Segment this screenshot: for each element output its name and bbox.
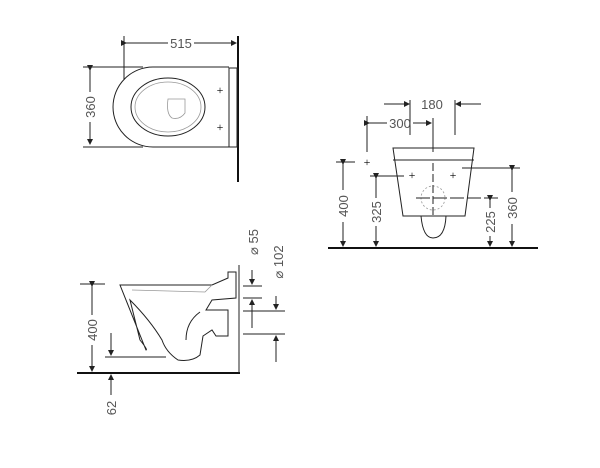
dimension-360-top: 360 <box>83 96 98 118</box>
diameter-55-label: ⌀ 55 <box>246 229 261 255</box>
front-view: 180 300 + + + 400 325 225 360 <box>328 97 538 249</box>
dimension-400-front: 400 <box>336 195 351 217</box>
dimension-62: 62 <box>104 401 119 415</box>
fixing-point-icon: + <box>450 168 457 182</box>
fixing-point-icon: + <box>217 83 224 97</box>
side-view: 400 62 ⌀ 55 ⌀ 102 <box>77 229 286 415</box>
dimension-180: 180 <box>421 97 443 112</box>
dimension-400-side: 400 <box>85 319 100 341</box>
dimension-225: 225 <box>483 211 498 233</box>
top-view: 515 360 + + <box>83 36 239 182</box>
dimension-515: 515 <box>170 36 192 51</box>
fixing-point-icon: + <box>409 168 416 182</box>
fixing-point-icon: + <box>217 120 224 134</box>
diameter-102-label: ⌀ 102 <box>271 245 286 278</box>
fixing-point-icon: + <box>364 155 371 169</box>
dimension-300: 300 <box>389 116 411 131</box>
dimension-325: 325 <box>369 201 384 223</box>
dimension-360-front: 360 <box>505 197 520 219</box>
